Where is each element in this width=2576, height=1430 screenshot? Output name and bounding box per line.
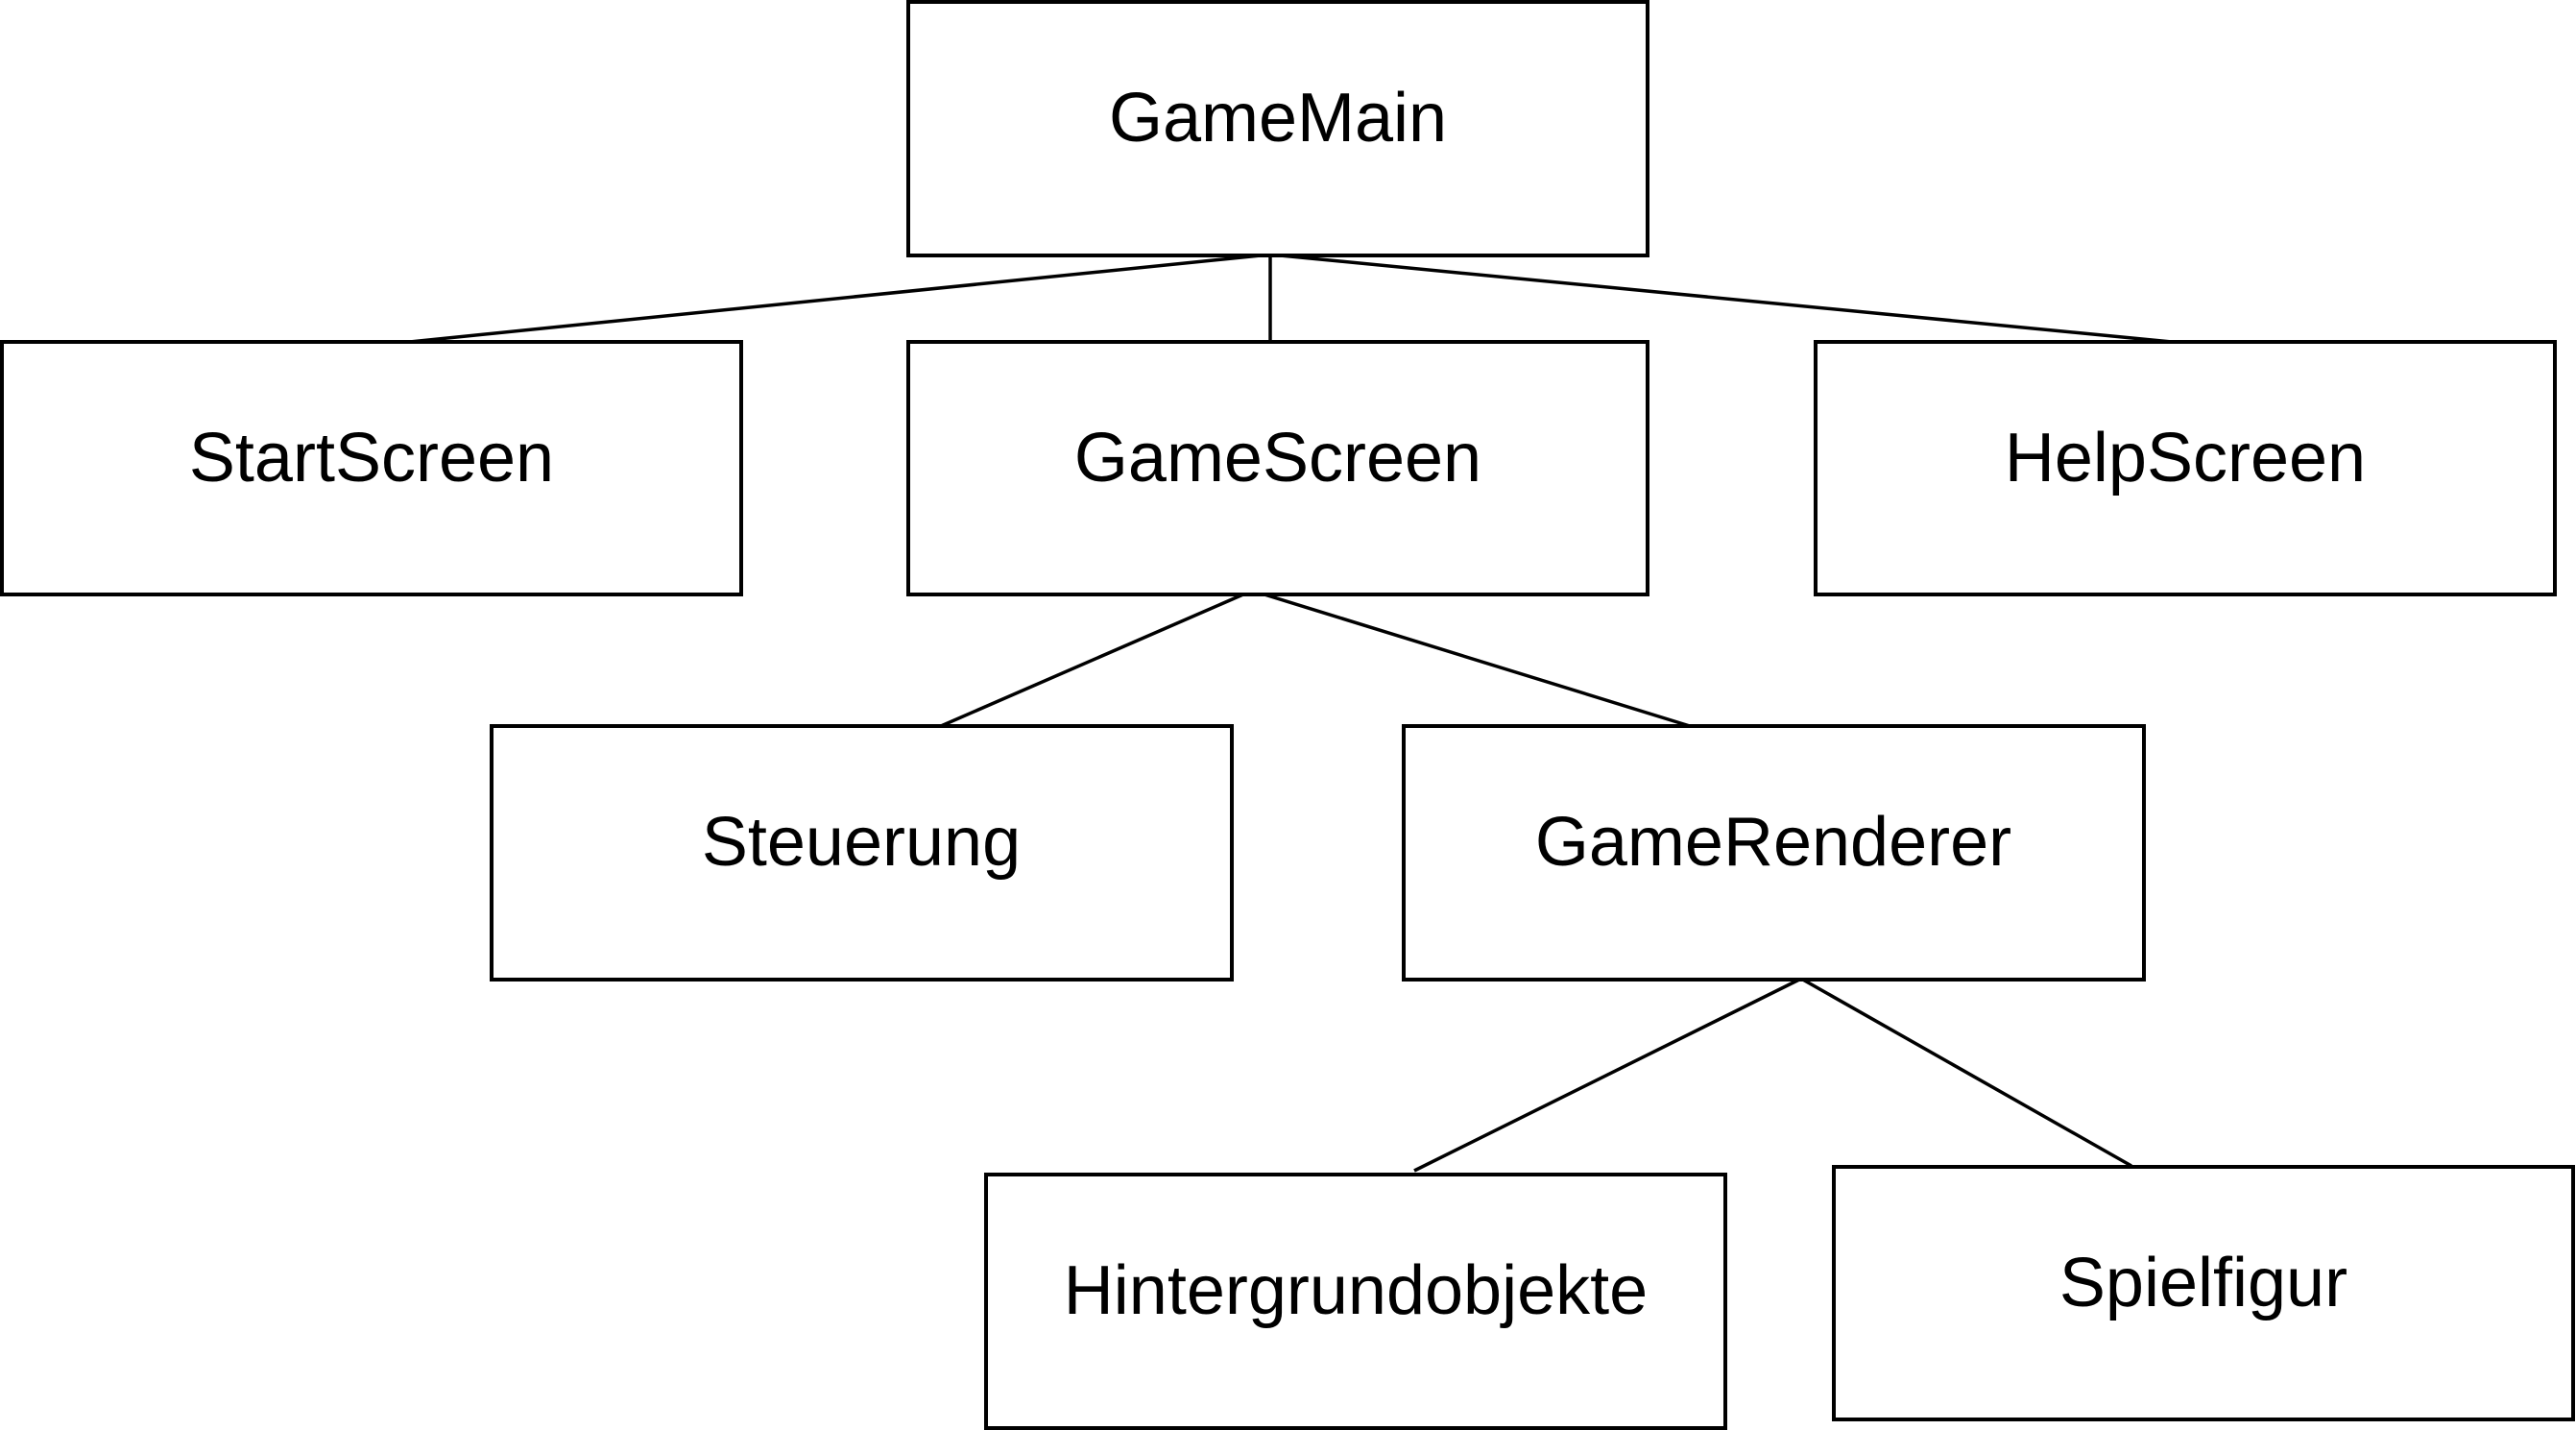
node-gamescreen-label: GameScreen <box>1074 420 1481 497</box>
node-steuerung: Steuerung <box>490 724 1234 982</box>
edge-gamerenderer-hintergrundobjekte <box>1413 977 1802 1173</box>
node-gamemain-label: GameMain <box>1109 80 1447 157</box>
edge-gamerenderer-spielfigur <box>1800 977 2132 1168</box>
node-gamemain: GameMain <box>906 0 1649 257</box>
node-helpscreen-label: HelpScreen <box>2005 420 2366 497</box>
edge-gamemain-helpscreen <box>1269 253 2173 344</box>
node-gamerenderer-label: GameRenderer <box>1535 804 2011 881</box>
edge-gamescreen-steuerung <box>940 589 1253 728</box>
node-steuerung-label: Steuerung <box>702 804 1021 881</box>
node-startscreen-label: StartScreen <box>189 420 554 497</box>
node-startscreen: StartScreen <box>0 340 743 596</box>
node-spielfigur: Spielfigur <box>1832 1165 2575 1421</box>
node-hintergrundobjekte: Hintergrundobjekte <box>984 1173 1727 1430</box>
node-hintergrundobjekte-label: Hintergrundobjekte <box>1064 1252 1648 1329</box>
node-gamerenderer: GameRenderer <box>1402 724 2146 982</box>
connectors <box>390 250 2173 1173</box>
edge-gamemain-startscreen <box>390 253 1271 346</box>
edge-gamescreen-gamerenderer <box>1251 589 1691 728</box>
node-gamescreen: GameScreen <box>906 340 1649 596</box>
node-helpscreen: HelpScreen <box>1814 340 2557 596</box>
node-spielfigur-label: Spielfigur <box>2059 1245 2347 1321</box>
